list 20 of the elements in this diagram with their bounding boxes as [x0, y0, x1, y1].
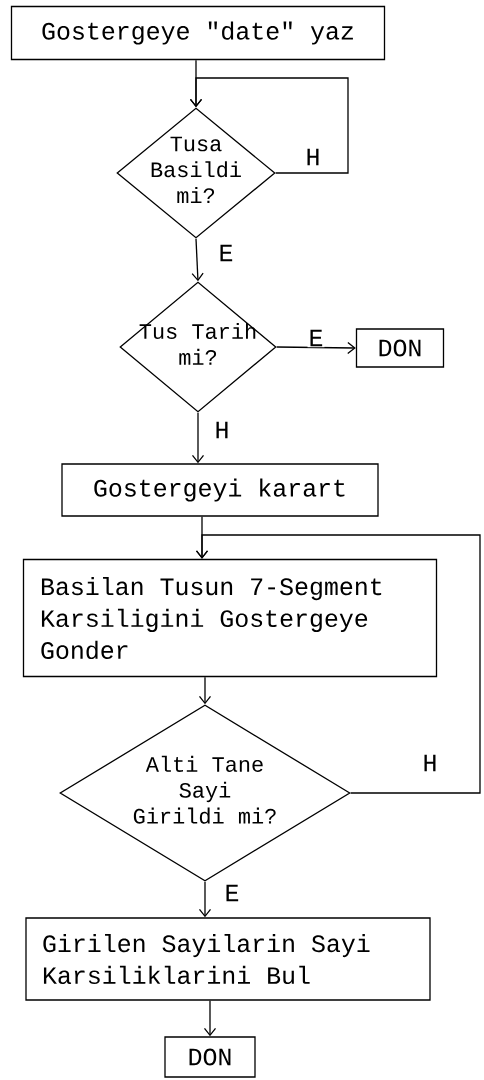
- arrow: [198, 676, 212, 705]
- edge-label: E: [217, 243, 235, 263]
- arrow: [203, 1000, 217, 1037]
- arrow: [189, 77, 349, 174]
- process-box: Gostergeyi karart: [61, 463, 379, 517]
- edge-label: E: [307, 328, 325, 348]
- arrow: [195, 534, 481, 794]
- process-box: Basilan Tusun 7-Segment Karsiligini Gostergeye Gonder: [22, 558, 438, 678]
- arrow: [276, 341, 356, 355]
- edge-label: E: [223, 883, 241, 903]
- edge-label: H: [213, 420, 231, 440]
- edge-label: H: [304, 147, 322, 167]
- process-box: DON: [164, 1036, 256, 1078]
- arrow: [191, 238, 204, 282]
- process-box: DON: [355, 328, 445, 368]
- process-box: Gostergeye "date" yaz: [10, 5, 386, 61]
- arrow: [198, 881, 212, 918]
- arrow: [191, 412, 205, 464]
- process-box: Girilen Sayilarin Sayi Karsiliklarini Bul: [25, 917, 431, 1001]
- edge-label: H: [421, 753, 439, 773]
